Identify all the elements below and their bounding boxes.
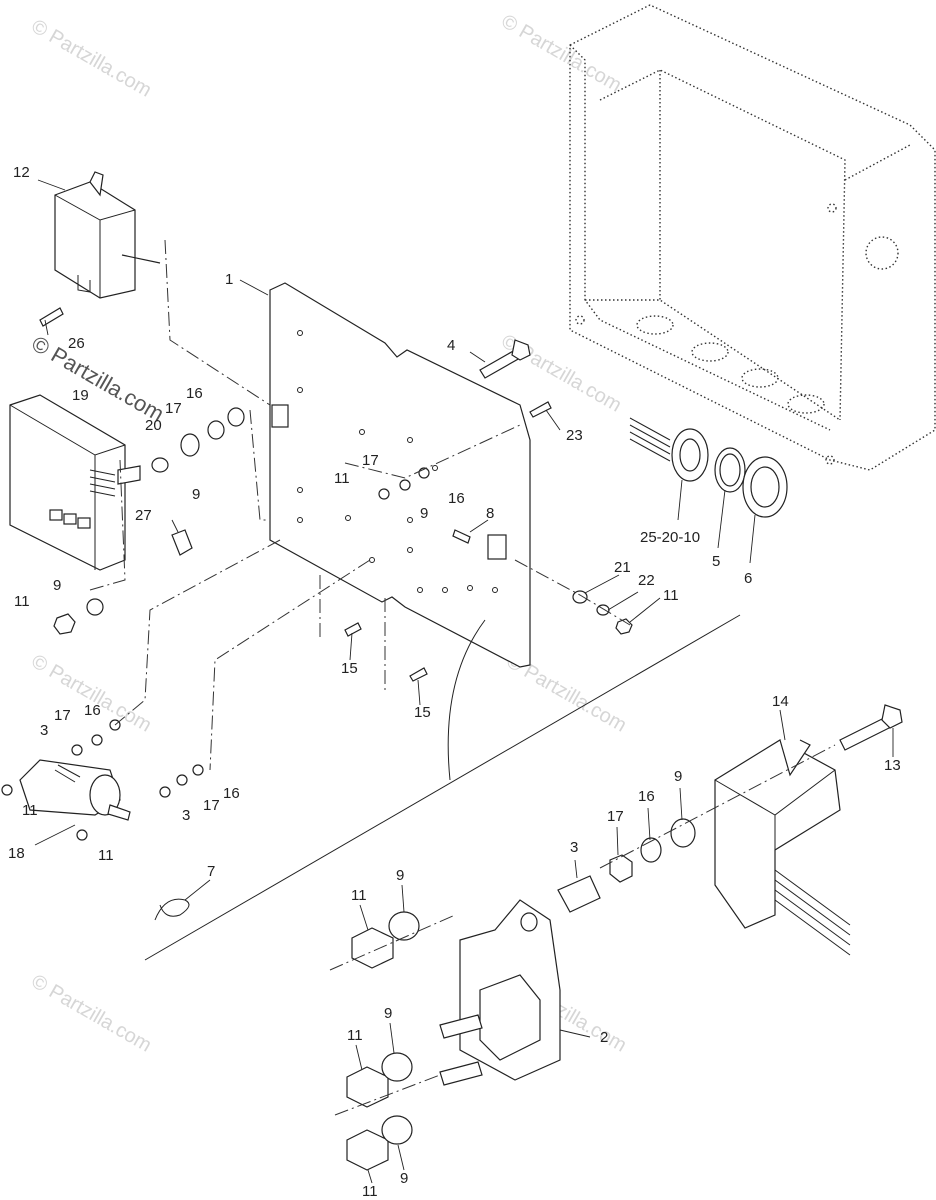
callout-21: 21	[614, 559, 631, 576]
callout-15: 15	[414, 704, 431, 721]
callout-12: 12	[13, 164, 30, 181]
callout-17: 17	[607, 808, 624, 825]
callout-3: 3	[40, 722, 48, 739]
clip-27	[171, 529, 193, 556]
callout-9: 9	[400, 1170, 408, 1187]
assembly-lines	[89, 239, 836, 1116]
callout-9: 9	[396, 867, 404, 884]
callout-20: 20	[145, 417, 162, 434]
callout-17: 17	[165, 400, 182, 417]
callout-13: 13	[884, 757, 901, 774]
callout-9: 9	[53, 577, 61, 594]
enclosure-box	[569, 4, 936, 471]
callout-9: 9	[384, 1005, 392, 1022]
nut-17	[609, 854, 633, 883]
mounting-plate	[269, 282, 531, 668]
callout-17: 17	[362, 452, 379, 469]
callout-25-20-10: 25-20-10	[640, 529, 700, 546]
callout-11: 11	[663, 587, 679, 604]
callout-15: 15	[341, 660, 358, 677]
callout-4: 4	[447, 337, 455, 354]
connector-assembly	[629, 417, 788, 518]
callout-16: 16	[638, 788, 655, 805]
callouts: 12 1 26 4 19 16 17 20 23 17 11 16 9 9 8 …	[8, 164, 901, 1200]
watermark: © Partzilla.com	[498, 10, 626, 96]
callout-27: 27	[135, 507, 152, 524]
callout-17: 17	[203, 797, 220, 814]
callout-8: 8	[486, 505, 494, 522]
callout-5: 5	[712, 553, 720, 570]
washer-9	[670, 818, 696, 848]
bolts	[39, 307, 903, 751]
bracket-14	[714, 739, 851, 956]
callout-19: 19	[72, 387, 89, 404]
callout-22: 22	[638, 572, 655, 589]
callout-11: 11	[347, 1027, 363, 1044]
relay-18	[19, 759, 131, 821]
terminal-fasteners	[346, 911, 420, 1171]
control-module-12	[54, 171, 161, 299]
callout-18: 18	[8, 845, 25, 862]
callout-16: 16	[84, 702, 101, 719]
callout-17: 17	[54, 707, 71, 724]
callout-11: 11	[334, 470, 350, 487]
callout-9: 9	[192, 486, 200, 503]
callout-23: 23	[566, 427, 583, 444]
callout-3: 3	[570, 839, 578, 856]
control-module-19	[9, 394, 141, 571]
callout-7: 7	[207, 863, 215, 880]
spacer-3	[557, 875, 601, 913]
callout-6: 6	[744, 570, 752, 587]
cable-tie-7	[154, 898, 190, 921]
callout-11: 11	[362, 1183, 378, 1200]
callout-11: 11	[351, 887, 367, 904]
callout-11: 11	[14, 593, 30, 610]
watermark: © Partzilla.com	[28, 15, 156, 101]
callout-9: 9	[674, 768, 682, 785]
callout-1: 1	[225, 271, 233, 288]
callout-16: 16	[186, 385, 203, 402]
callout-11: 11	[22, 802, 38, 819]
callout-16: 16	[223, 785, 240, 802]
callout-9: 9	[420, 505, 428, 522]
callout-14: 14	[772, 693, 789, 710]
solenoid-2	[439, 899, 561, 1086]
leader-lines	[34, 179, 894, 1184]
watermark: © Partzilla.com	[28, 970, 156, 1056]
callout-11: 11	[98, 847, 114, 864]
callout-2: 2	[600, 1029, 608, 1046]
callout-3: 3	[182, 807, 190, 824]
callout-26: 26	[68, 335, 85, 352]
callout-16: 16	[448, 490, 465, 507]
